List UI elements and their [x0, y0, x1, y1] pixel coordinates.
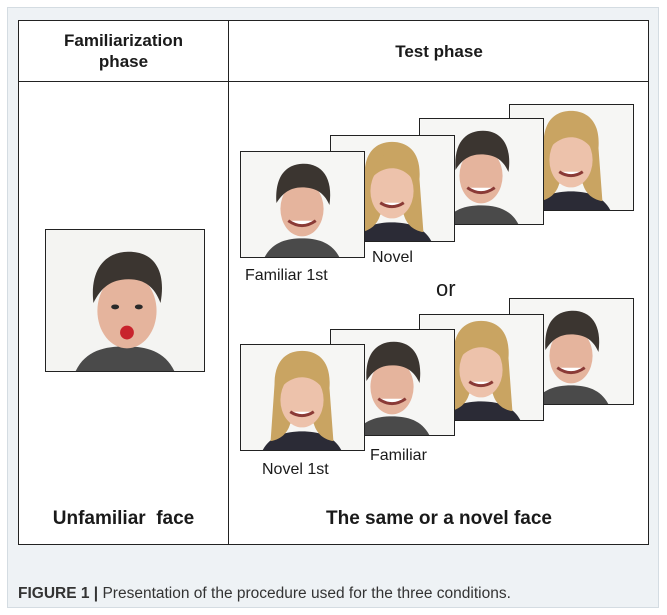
caption-label: FIGURE 1 |: [18, 585, 99, 602]
footer-unfamiliar-face: Unfamiliar face: [52, 508, 195, 529]
test-bottom-photo-1: [240, 344, 365, 451]
procedure-table: Familiarization phase Test phase: [18, 20, 649, 545]
familiarization-face-photo: [45, 229, 205, 372]
test-top-photo-1: [240, 151, 365, 258]
label-familiar: Familiar: [370, 447, 427, 464]
label-or: or: [436, 276, 456, 301]
label-novel: Novel: [372, 249, 413, 266]
label-novel-first: Novel 1st: [262, 461, 329, 478]
footer-same-or-novel: The same or a novel face: [326, 508, 552, 529]
figure-caption: FIGURE 1 | Presentation of the procedure…: [18, 585, 511, 603]
header-divider: [19, 81, 648, 82]
caption-text: Presentation of the procedure used for t…: [102, 585, 511, 602]
familiarization-phase-header: Familiarization phase: [63, 31, 184, 71]
label-familiar-first: Familiar 1st: [245, 267, 328, 284]
column-divider: [228, 21, 229, 544]
test-phase-header: Test phase: [395, 41, 483, 61]
